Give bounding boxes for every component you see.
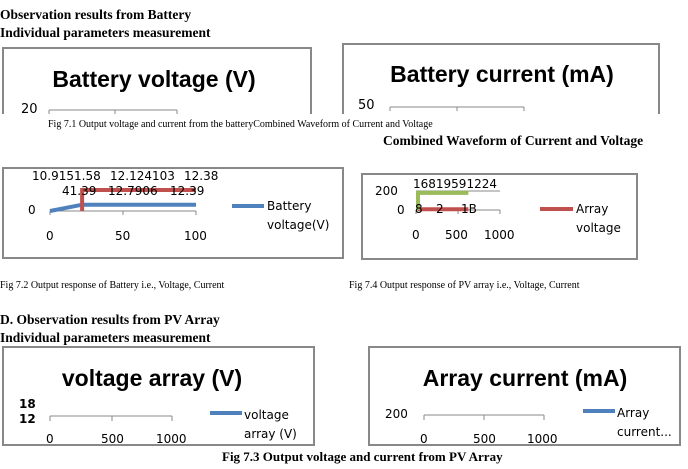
- chart-title: Battery current (mA): [390, 61, 614, 87]
- x-tick-label: 500: [445, 228, 468, 242]
- y-tick-label: 12: [19, 412, 36, 426]
- x-tick-label: 0: [420, 432, 428, 446]
- axis: [423, 409, 615, 420]
- pv-array-response-chart: 200 16819591224 0 8 2 1B 0 500 1000 Arra…: [361, 173, 638, 260]
- x-axis: [49, 210, 197, 215]
- figure-caption-7-1: Fig 7.1 Output voltage and current from …: [48, 119, 433, 130]
- voltage-array-chart: voltage array (V) 18 12 0 500 1000 volta…: [2, 346, 315, 446]
- y-tick-label: 18: [19, 397, 36, 411]
- figure-caption-7-4: Fig 7.4 Output response of PV array i.e.…: [349, 280, 580, 291]
- plot-area: [415, 190, 501, 214]
- y-tick-label: 200: [375, 184, 398, 198]
- figure-caption-7-2: Fig 7.2 Output response of Battery i.e.,…: [0, 280, 225, 291]
- series-line-1: [416, 190, 469, 210]
- plot-area: [49, 188, 197, 215]
- data-label: 12.7906: [108, 184, 158, 198]
- y-tick-label: 0: [28, 203, 36, 217]
- x-tick-label: 50: [115, 229, 131, 243]
- legend-label: Array current...: [617, 406, 672, 439]
- data-label: 2: [436, 202, 444, 216]
- data-label: 10.9151.58: [32, 169, 101, 183]
- legend-label: Array voltage: [576, 202, 621, 235]
- y-tick-label: 50: [358, 98, 375, 113]
- combined-heading: Combined Waveform of Current and Voltage: [383, 133, 644, 148]
- legend-line-icon: [540, 207, 573, 211]
- subheading-battery: Individual parameters measurement: [0, 25, 211, 40]
- x-tick-label: 500: [101, 432, 124, 446]
- array-current-chart: Array current (mA) 200 0 500 1000 Array …: [368, 346, 681, 446]
- battery-response-chart: 0 0 50 100 10.9151.58 12.124103 12.38 41…: [2, 167, 344, 259]
- data-label: 12.38: [184, 169, 219, 183]
- x-tick-label: 100: [184, 229, 207, 243]
- x-tick-label: 1000: [156, 432, 187, 446]
- data-label: 41.39: [62, 184, 97, 198]
- battery-current-chart: Battery current (mA) 50: [342, 43, 660, 114]
- x-tick-label: 1000: [484, 228, 515, 242]
- chart-title: Battery voltage (V): [52, 66, 256, 92]
- x-tick-label: 0: [412, 228, 420, 242]
- axis: [389, 106, 525, 111]
- axis: [48, 109, 178, 114]
- x-tick-label: 1000: [527, 432, 558, 446]
- data-label: 8: [415, 202, 423, 216]
- series-line-1: [80, 188, 196, 211]
- chart-title: voltage array (V): [61, 365, 243, 391]
- legend-line-icon: [232, 204, 264, 208]
- axis: [49, 411, 242, 421]
- y-tick-label: 20: [21, 102, 38, 117]
- section-heading-pv: D. Observation results from PV Array: [0, 312, 220, 327]
- section-heading-battery: Observation results from Battery: [0, 7, 192, 22]
- figure-caption-7-3: Fig 7.3 Output voltage and current from …: [222, 449, 503, 464]
- x-tick-label: 0: [46, 229, 54, 243]
- chart-title: Array current (mA): [422, 365, 628, 391]
- data-label: 12.39: [170, 184, 205, 198]
- legend-label: voltage array (V): [244, 408, 297, 441]
- y-tick-label: 200: [385, 407, 408, 421]
- x-tick-label: 500: [473, 432, 496, 446]
- data-label: 1B: [461, 202, 477, 216]
- data-label: 16819591224: [413, 177, 497, 191]
- data-label: 12.124103: [110, 169, 175, 183]
- battery-voltage-chart: Battery voltage (V) 20: [2, 47, 312, 117]
- legend-label: Battery voltage(V): [267, 199, 330, 232]
- subheading-pv: Individual parameters measurement: [0, 330, 211, 345]
- y-tick-label: 0: [397, 203, 405, 217]
- x-tick-label: 0: [46, 432, 54, 446]
